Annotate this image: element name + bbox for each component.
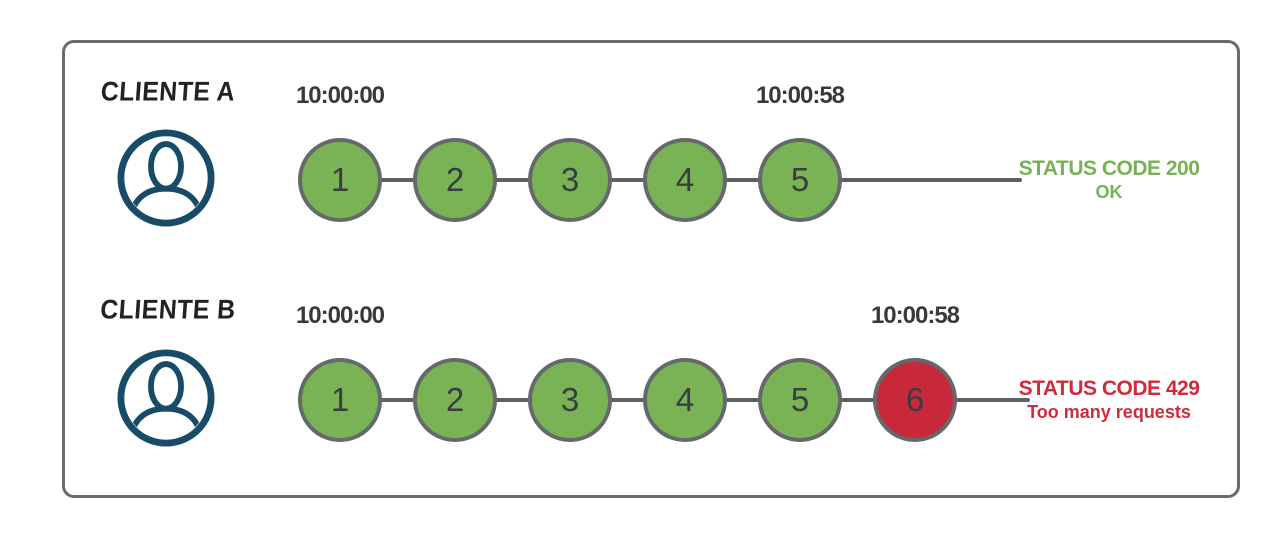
person-icon: [117, 349, 215, 447]
end-time-label: 10:00:58: [870, 302, 960, 329]
status-label: STATUS CODE 200 OK: [1019, 157, 1200, 203]
request-circle: 4: [643, 358, 727, 442]
start-time-label: 10:00:00: [295, 82, 385, 109]
request-circle: 5: [758, 358, 842, 442]
request-circle: 2: [413, 358, 497, 442]
request-circle: 1: [298, 358, 382, 442]
request-circle: 5: [758, 138, 842, 222]
request-circle: 1: [298, 138, 382, 222]
request-circle: 2: [413, 138, 497, 222]
person-icon-head: [148, 361, 184, 412]
status-message-text: OK: [1095, 182, 1123, 202]
request-circle: 3: [528, 138, 612, 222]
person-icon: [117, 129, 215, 227]
client-label: CLIENTE B: [99, 294, 237, 325]
request-circle: 3: [528, 358, 612, 442]
request-circle: 6: [873, 358, 957, 442]
request-circle: 4: [643, 138, 727, 222]
status-code-text: STATUS CODE 200: [1018, 157, 1200, 180]
person-icon-head: [148, 141, 184, 192]
end-time-label: 10:00:58: [755, 82, 845, 109]
status-message-text: Too many requests: [1027, 402, 1191, 422]
status-code-text: STATUS CODE 429: [1018, 377, 1200, 400]
status-label: STATUS CODE 429 Too many requests: [1019, 377, 1200, 423]
diagram-frame: [62, 40, 1240, 498]
start-time-label: 10:00:00: [295, 302, 385, 329]
